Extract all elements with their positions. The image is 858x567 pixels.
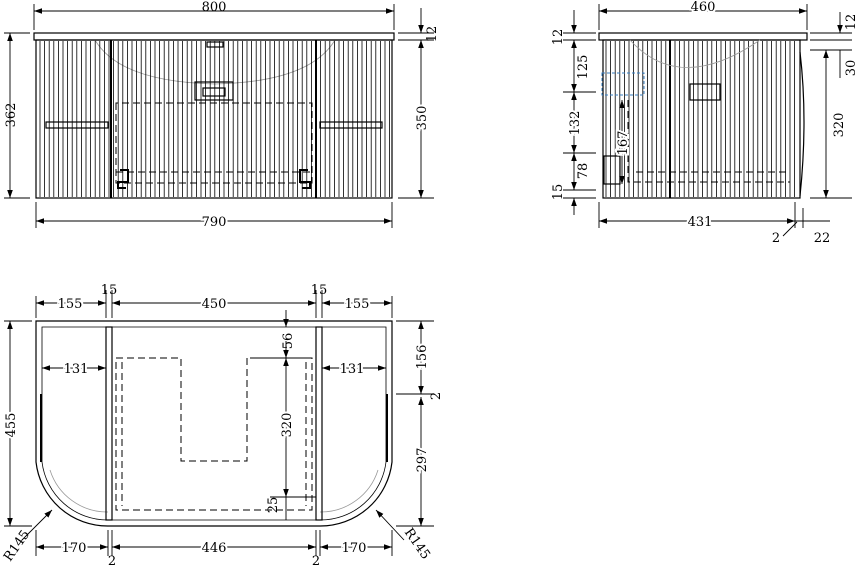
side-siphon <box>689 83 721 101</box>
top-bottom-left: 170 <box>62 541 87 556</box>
top-cutout-depth: 320 <box>280 413 295 438</box>
side-countertop <box>598 32 808 41</box>
top-cutout-bottom: 25 <box>266 497 281 514</box>
front-bottom-width: 790 <box>202 215 227 230</box>
top-right-panel-width: 15 <box>311 283 328 298</box>
side-basin-outline <box>629 39 761 68</box>
top-center-width: 450 <box>202 297 227 312</box>
top-outline <box>35 320 393 527</box>
top-left-curve-gray <box>49 469 109 513</box>
top-bottom-right: 170 <box>342 541 367 556</box>
top-bottom-gap-right: 2 <box>312 554 320 567</box>
top-left-inner: 131 <box>64 362 89 377</box>
side-door-curve <box>799 51 805 197</box>
front-cabinet-height: 350 <box>415 106 430 131</box>
side-top-thickness: 12 <box>551 29 566 46</box>
top-inner-outline <box>41 326 387 521</box>
front-siphon-inner <box>202 87 226 97</box>
side-offset-a: 2 <box>772 231 780 246</box>
front-cabinet-body <box>35 39 393 199</box>
side-top-depth: 460 <box>691 0 716 15</box>
top-hidden-cutout <box>115 357 313 511</box>
top-bottom-center: 446 <box>202 541 227 556</box>
front-fluting <box>39 41 391 197</box>
tv-r-left-leader <box>21 509 53 541</box>
side-body-height: 320 <box>832 113 847 138</box>
side-middle-section: 132 <box>568 111 583 136</box>
front-siphon <box>194 81 234 101</box>
side-view: 460 431 2 22 12 125 132 78 15 167 <box>551 0 858 246</box>
front-hidden-drawer <box>115 102 313 184</box>
top-right-width: 155 <box>345 297 370 312</box>
front-left-shelf <box>45 121 109 129</box>
side-blue-fitting <box>601 72 645 96</box>
top-left-panel <box>105 326 113 521</box>
side-bottom-depth: 431 <box>688 215 713 230</box>
top-right-lower: 297 <box>415 448 430 473</box>
top-bottom-gap-left: 2 <box>108 554 116 567</box>
front-countertop <box>33 32 395 41</box>
top-total-depth: 455 <box>4 413 19 438</box>
top-cutout-offset: 56 <box>281 333 296 350</box>
top-view: 155 15 450 15 155 131 131 455 56 320 25 … <box>1 283 444 567</box>
top-left-width: 155 <box>58 297 83 312</box>
front-total-height: 362 <box>4 103 19 128</box>
side-plinth-height: 15 <box>551 184 566 201</box>
top-radius-left: R145 <box>1 528 33 565</box>
front-top-thickness: 12 <box>425 26 440 43</box>
side-right-top-thickness: 12 <box>844 14 858 31</box>
top-right-gap: 2 <box>429 392 444 400</box>
front-view: 800 790 362 350 12 <box>4 0 440 232</box>
side-lower-section: 78 <box>576 163 591 180</box>
top-right-upper: 156 <box>415 345 430 370</box>
side-offset-b: 22 <box>814 231 831 246</box>
top-radius-right: R145 <box>401 526 433 563</box>
side-plinth <box>603 155 621 185</box>
top-left-panel-width: 15 <box>101 283 118 298</box>
side-fluting <box>605 41 795 197</box>
front-top-width: 800 <box>202 0 227 15</box>
front-right-hinge <box>299 169 311 189</box>
side-upper-section: 125 <box>576 55 591 80</box>
side-hidden-drawer <box>627 100 790 183</box>
tv-r-right-leader <box>375 509 405 541</box>
side-gap-a: 30 <box>844 60 858 77</box>
top-right-curve-gray <box>319 469 379 513</box>
top-right-panel <box>315 326 323 521</box>
side-door-section: 167 <box>616 131 631 156</box>
front-right-shelf <box>319 121 383 129</box>
front-left-hinge <box>117 169 129 189</box>
top-right-inner: 131 <box>340 362 365 377</box>
side-leader-2 <box>782 221 798 237</box>
side-cabinet-body <box>602 39 801 199</box>
